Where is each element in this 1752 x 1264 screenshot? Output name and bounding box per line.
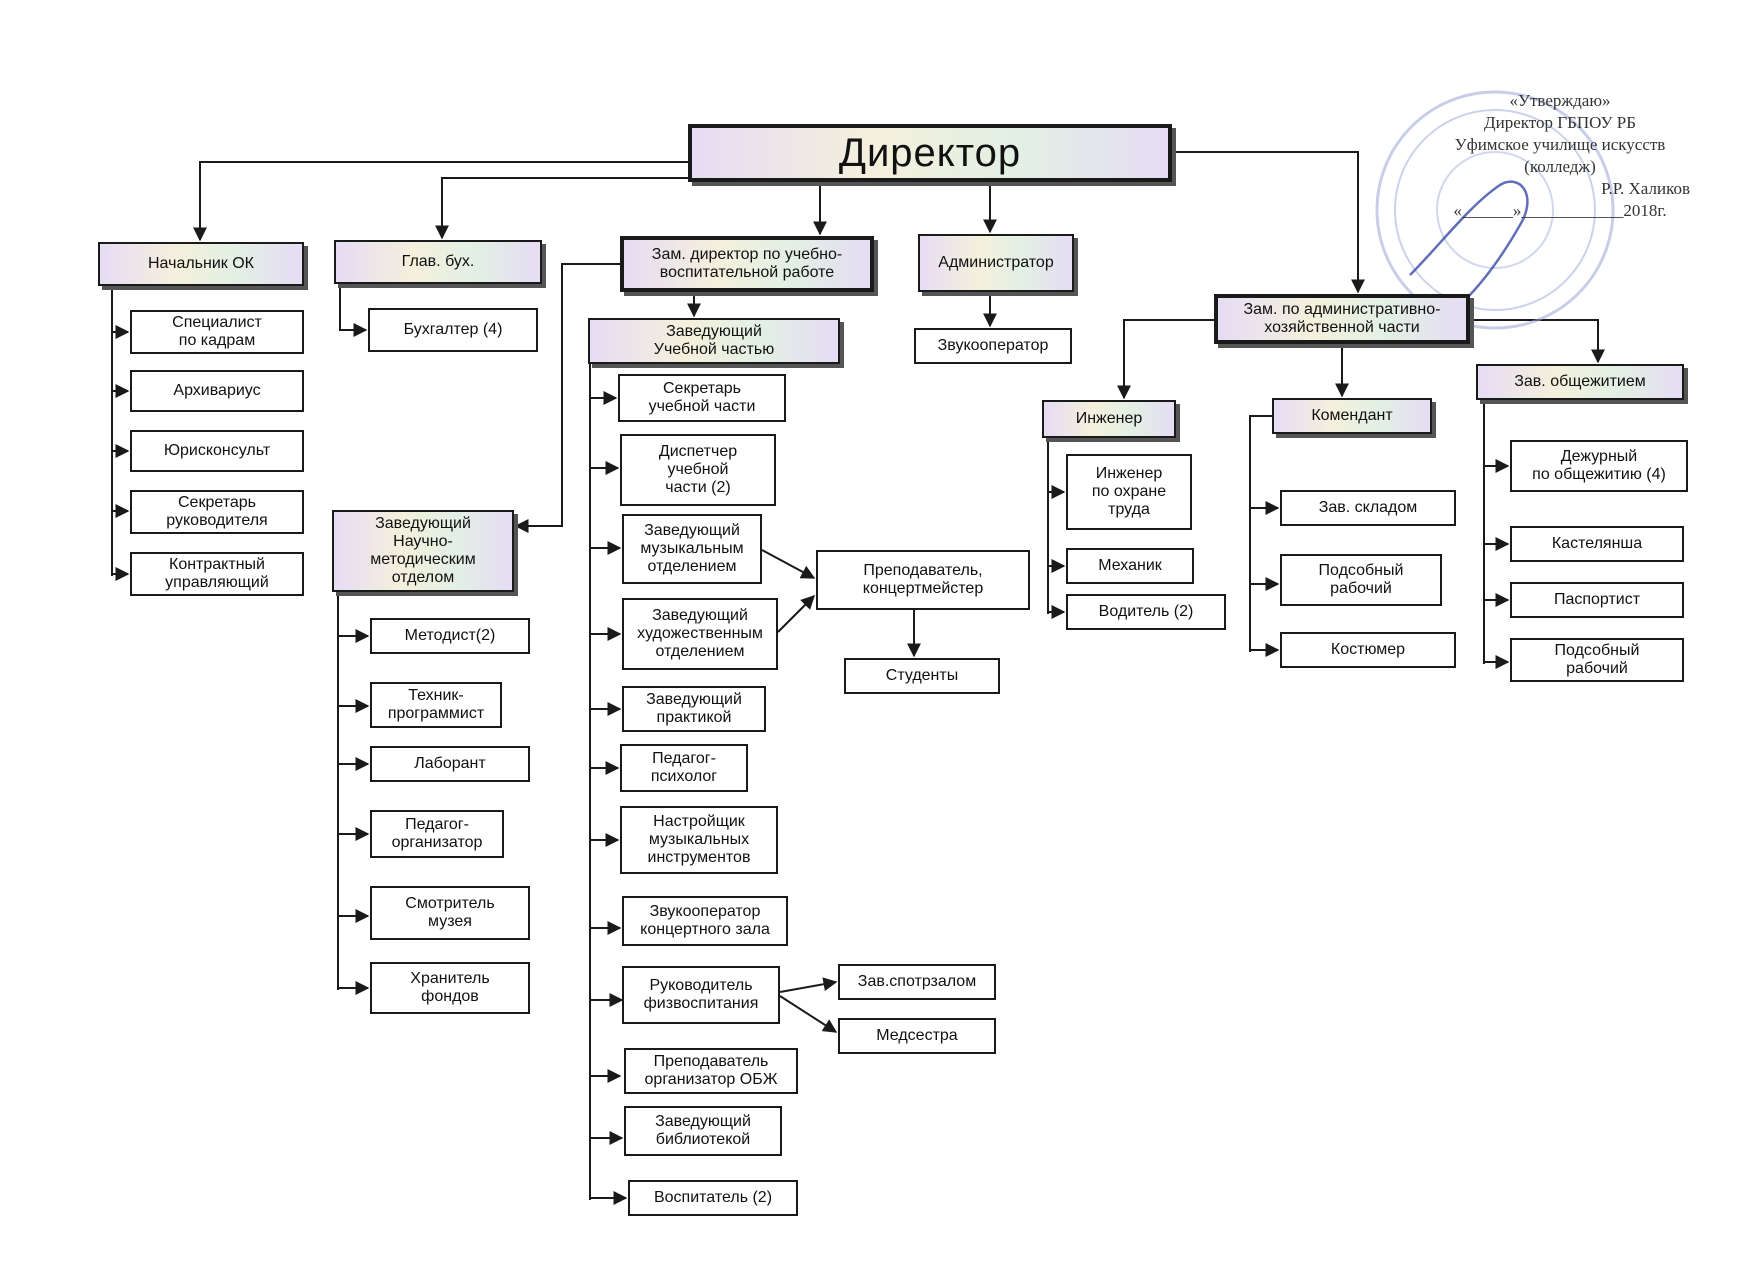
node-gym-head[interactable]: Зав.спотрзалом <box>838 964 996 1000</box>
node-hr-head[interactable]: Начальник ОК <box>98 242 304 286</box>
approval-date: «______»____________2018г. <box>1453 201 1667 220</box>
node-keeper[interactable]: Хранитель фондов <box>370 962 530 1014</box>
node-practice-head[interactable]: Заведующий практикой <box>622 686 766 732</box>
node-psychologist[interactable]: Педагог- психолог <box>620 744 748 792</box>
node-linen[interactable]: Кастелянша <box>1510 526 1684 562</box>
node-deputy-edu[interactable]: Зам. директор по учебно- воспитательной … <box>620 236 874 292</box>
node-pe-head[interactable]: Руководитель физвоспитания <box>622 966 780 1024</box>
node-accountant[interactable]: Бухгалтер (4) <box>368 308 538 352</box>
node-dispatcher[interactable]: Диспетчер учебной части (2) <box>620 434 776 506</box>
node-students[interactable]: Студенты <box>844 658 1000 694</box>
node-worker-2[interactable]: Подсобный рабочий <box>1510 638 1684 682</box>
approval-line-4: (колледж) <box>1524 157 1596 176</box>
approval-line-1: «Утверждаю» <box>1509 91 1611 110</box>
node-administrator[interactable]: Администратор <box>918 234 1074 292</box>
node-art-head[interactable]: Заведующий художественным отделением <box>622 598 778 670</box>
node-director[interactable]: Директор <box>688 124 1172 182</box>
node-sound-admin[interactable]: Звукооператор <box>914 328 1072 364</box>
node-sound-hall[interactable]: Звукооператор концертного зала <box>622 896 788 946</box>
node-commandant[interactable]: Комендант <box>1272 398 1432 434</box>
node-museum[interactable]: Смотритель музея <box>370 886 530 940</box>
node-programmer[interactable]: Техник- программист <box>370 682 502 728</box>
node-methodist[interactable]: Методист(2) <box>370 618 530 654</box>
node-deputy-admin[interactable]: Зам. по административно- хозяйственной ч… <box>1214 294 1470 344</box>
official-seal-icon <box>1375 90 1615 330</box>
node-edu-head[interactable]: Заведующий Учебной частью <box>588 318 840 364</box>
node-costumer[interactable]: Костюмер <box>1280 632 1456 668</box>
node-safety-engineer[interactable]: Инженер по охране труда <box>1066 454 1192 530</box>
approval-line-2: Директор ГБПОУ РБ <box>1484 113 1636 132</box>
node-passport[interactable]: Паспортист <box>1510 582 1684 618</box>
node-method-head[interactable]: Заведующий Научно- методическим отделом <box>332 510 514 592</box>
node-worker-1[interactable]: Подсобный рабочий <box>1280 554 1442 606</box>
node-library-head[interactable]: Заведующий библиотекой <box>624 1106 782 1156</box>
node-chief-accountant[interactable]: Глав. бух. <box>334 240 542 284</box>
node-ped-org[interactable]: Педагог- организатор <box>370 810 504 858</box>
node-secretary-head[interactable]: Секретарь руководителя <box>130 490 304 534</box>
node-tuner[interactable]: Настройщик музыкальных инструментов <box>620 806 778 874</box>
node-mechanic[interactable]: Механик <box>1066 548 1194 584</box>
node-warehouse[interactable]: Зав. складом <box>1280 490 1456 526</box>
node-hr-specialist[interactable]: Специалист по кадрам <box>130 310 304 354</box>
node-educator[interactable]: Воспитатель (2) <box>628 1180 798 1216</box>
node-archivist[interactable]: Архивариус <box>130 370 304 412</box>
node-legal[interactable]: Юрисконсульт <box>130 430 304 472</box>
node-teacher[interactable]: Преподаватель, концертмейстер <box>816 550 1030 610</box>
node-engineer[interactable]: Инженер <box>1042 400 1176 438</box>
node-contract-manager[interactable]: Контрактный управляющий <box>130 552 304 596</box>
node-driver[interactable]: Водитель (2) <box>1066 594 1226 630</box>
node-dorm-head[interactable]: Зав. общежитием <box>1476 364 1684 400</box>
approval-signatory: Р.Р. Халиков <box>1601 179 1690 198</box>
node-dorm-duty[interactable]: Дежурный по общежитию (4) <box>1510 440 1688 492</box>
approval-block: «Утверждаю» Директор ГБПОУ РБ Уфимское у… <box>1420 90 1700 222</box>
node-edu-secretary[interactable]: Секретарь учебной части <box>618 374 786 422</box>
node-nurse[interactable]: Медсестра <box>838 1018 996 1054</box>
node-music-head[interactable]: Заведующий музыкальным отделением <box>622 514 762 584</box>
node-obzh[interactable]: Преподаватель организатор ОБЖ <box>624 1048 798 1094</box>
approval-line-3: Уфимское училище искусств <box>1454 135 1666 154</box>
node-lab[interactable]: Лаборант <box>370 746 530 782</box>
